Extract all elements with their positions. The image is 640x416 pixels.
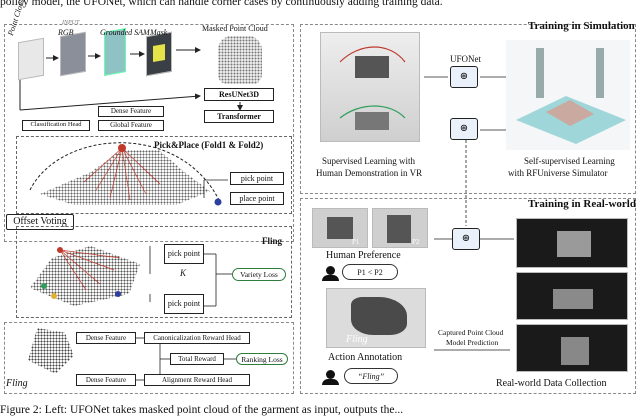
top-caption-text: policy model, the UFONet, which can hand… [0,0,443,8]
reward-dense-feature-top-box: Dense Feature [76,332,136,344]
real-robot-image-1 [516,218,628,268]
bottom-caption-text: Figure 2: Left: UFONet takes masked poin… [0,404,404,416]
dense-feature-box: Dense Feature [98,106,164,117]
user-icon-bottom-body [322,379,339,385]
masked-point-cloud-label: Masked Point Cloud [202,24,268,33]
action-fling-tag: Fling [346,334,368,345]
user-icon-top [326,266,335,275]
pickplace-place-point-box: place point [230,192,284,205]
simulation-panel [300,24,636,194]
simulation-title: Training in Simulation [528,20,635,32]
variety-loss-pill: Variety Loss [232,268,286,281]
preference-image-p1 [312,208,368,248]
pickplace-title: Pick&Place (Fold1 & Fold2) [154,140,264,150]
fling-pick-point-bottom-box: pick point [164,294,204,314]
canonicalization-reward-head-box: Canonicalization Reward Head [144,332,250,344]
fling-title: Fling [262,236,283,246]
action-annotation-label: Action Annotation [328,352,403,363]
rfuniverse-sim-illustration [516,48,626,144]
real-robot-image-3 [516,324,628,372]
supervised-caption-line1: Supervised Learning with [322,156,415,166]
reward-dense-feature-bottom-box: Dense Feature [76,374,136,386]
user-icon-bottom [326,370,335,379]
ufonet-label: UFONet [450,54,481,64]
reward-fling-label: Fling [6,378,28,389]
resunet-box: ResUNet3D [204,88,274,101]
selfsup-caption-line2: with RFUniverse Simulator [508,168,608,178]
pickplace-annotations [29,142,228,206]
pickplace-pick-point-box: pick point [230,172,284,185]
human-preference-label: Human Preference [326,250,401,261]
ufonet-icon-real: ⊛ [452,228,480,250]
real-world-caption: Real-world Data Collection [496,378,607,389]
selfsup-caption-line1: Self-supervised Learning [524,156,615,166]
masked-point-cloud-image [218,36,262,84]
fling-annotations [41,246,232,307]
fling-section [16,226,292,318]
vr-demo-annotations [339,46,406,130]
preference-image-p2 [372,208,428,248]
realworld-title: Training in Real-world [528,198,636,210]
alignment-reward-head-box: Alignment Reward Head [144,374,250,386]
preference-p1-label: P1 [352,238,360,246]
pickplace-section [16,136,292,214]
global-feature-box: Global Feature [98,120,164,131]
ranking-loss-pill: Ranking Loss [236,353,288,365]
supervised-caption-line2: Human Demonstration in VR [316,168,423,178]
real-robot-image-2 [516,272,628,320]
total-reward-box: Total Reward [170,353,224,365]
simulation-arrows [424,76,506,131]
pipeline-label-grounded-sam: Grounded SAM [100,28,150,37]
left-panel [4,24,294,242]
user-icon-top-body [322,275,339,281]
fling-pick-point-top-box: pick point [164,244,204,264]
classification-head-box: Classification Head [22,120,90,131]
reward-section [4,322,294,394]
transformer-box: Transformer [204,110,274,123]
realworld-arrows [434,140,514,351]
ufonet-icon-top: ⊛ [450,66,478,88]
input-label: INPUT [62,20,80,26]
pipeline-label-rgb: RGB [58,28,74,37]
preference-p2-label: P2 [412,238,420,246]
realworld-panel [300,198,636,394]
action-bubble: “Fling” [344,368,398,384]
pipeline-arrows [19,47,243,111]
preference-bubble: P1 < P2 [342,264,398,280]
captured-line1: Captured Point Cloud [438,328,504,337]
pipeline-label-mask: Mask [150,28,168,37]
fling-k-label: K [180,268,187,278]
action-annotation-image [326,288,426,348]
reward-arrows [136,337,236,381]
captured-line2: Model Prediction [446,338,499,347]
ufonet-icon-mid: ⊛ [450,118,478,140]
